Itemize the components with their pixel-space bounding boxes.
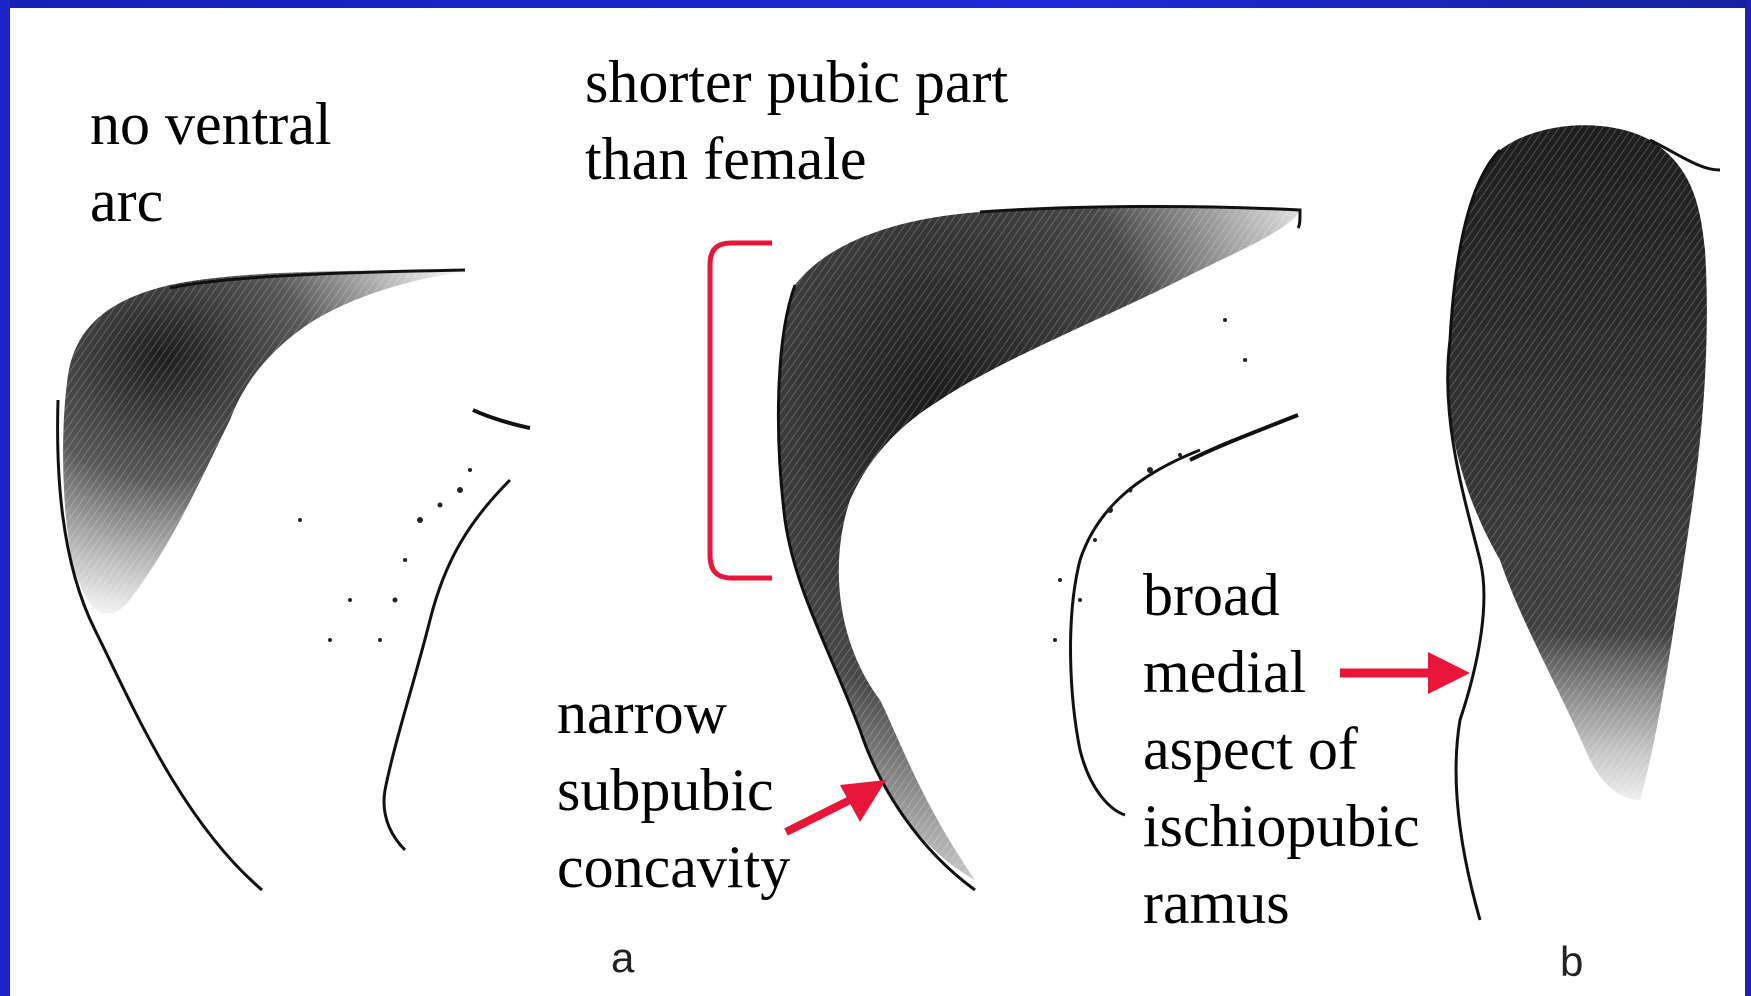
figure-letter-b: b: [1560, 938, 1583, 986]
narrow-subpubic-arrow: [786, 780, 886, 832]
bone-left-hatching: [63, 270, 465, 614]
label-no-ventral-arc: no ventral arc: [90, 86, 332, 240]
bone-left-inner-contour: [384, 480, 510, 850]
label-narrow-subpubic-concavity: narrow subpubic concavity: [557, 675, 790, 906]
label-shorter-pubic-part: shorter pubic part than female: [585, 44, 1008, 198]
pubic-part-bracket: [710, 243, 772, 578]
figure-letter-a: a: [611, 934, 634, 982]
label-broad-medial-aspect: broad medial aspect of ischiopubic ramus: [1143, 557, 1420, 942]
bone-left-stipple: [298, 468, 472, 642]
bone-left-small-ridge: [473, 410, 530, 428]
bone-a-small-ridge: [1190, 415, 1298, 460]
bone-b-hatching: [1448, 125, 1707, 800]
pubic-bone-left: [58, 270, 530, 890]
